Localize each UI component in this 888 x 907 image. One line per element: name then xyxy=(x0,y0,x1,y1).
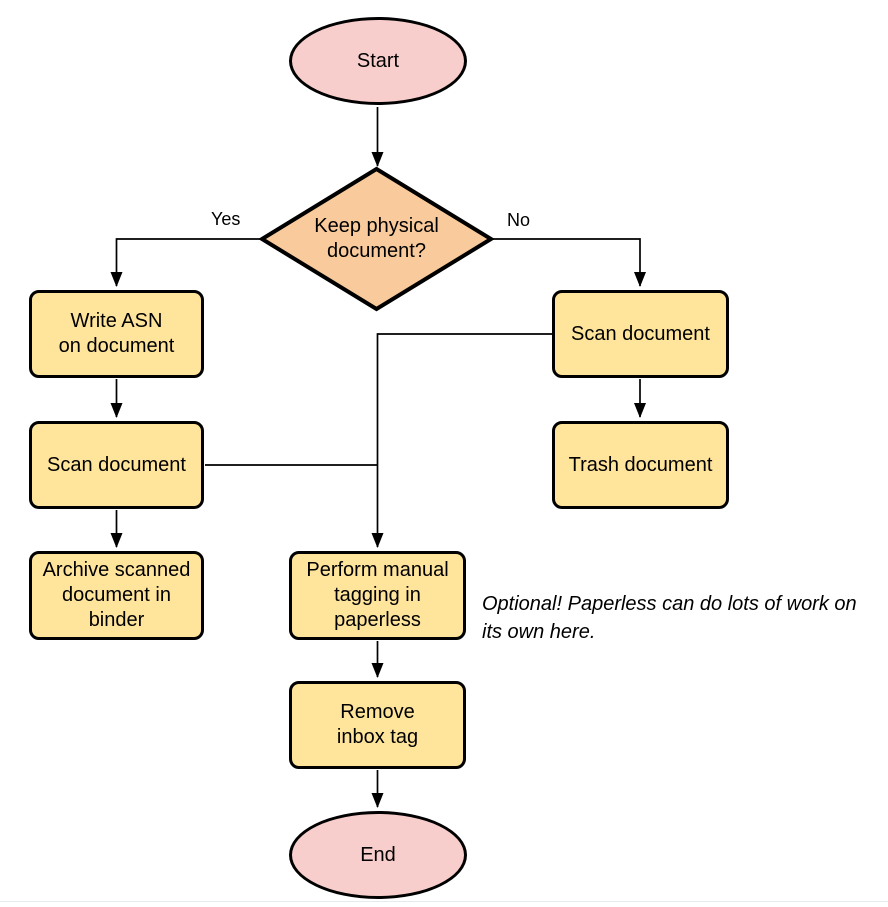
trash-label: Trash document xyxy=(568,453,713,476)
page-bottom-border xyxy=(0,901,888,902)
start-label: Start xyxy=(356,49,400,72)
process-remove-inbox-tag: Remove inbox tag xyxy=(289,681,466,769)
annotation-note: Optional! Paperless can do lots of work … xyxy=(482,593,857,643)
archive-label: Archive scanned document in binder xyxy=(42,559,191,631)
end-node: End xyxy=(289,811,467,899)
process-manual-tagging: Perform manual tagging in paperless xyxy=(289,551,466,640)
tagging-label: Perform manual tagging in paperless xyxy=(306,559,449,631)
process-scan-document-right: Scan document xyxy=(552,290,729,378)
decision-label: Keep physical document? xyxy=(314,215,439,262)
process-write-asn: Write ASN on document xyxy=(29,290,204,378)
scan-right-label: Scan document xyxy=(571,322,710,345)
write-asn-label: Write ASN on document xyxy=(58,310,175,357)
edge-label-no: No xyxy=(507,210,531,230)
process-archive-in-binder: Archive scanned document in binder xyxy=(29,551,204,640)
edge-decision-write-asn xyxy=(110,238,265,287)
decision-node: Keep physical document? xyxy=(259,166,494,312)
process-trash-document: Trash document xyxy=(552,421,729,509)
decision-diamond-shape xyxy=(259,166,494,312)
remove-inbox-label: Remove inbox tag xyxy=(336,701,419,748)
end-label: End xyxy=(360,843,396,866)
edge-decision-scan-right xyxy=(489,238,646,287)
edge-label-yes: Yes xyxy=(211,209,241,229)
process-scan-document-left: Scan document xyxy=(29,421,204,509)
scan-left-label: Scan document xyxy=(47,453,186,476)
edge-scan-right-tagging xyxy=(371,333,552,548)
start-node: Start xyxy=(289,17,467,105)
